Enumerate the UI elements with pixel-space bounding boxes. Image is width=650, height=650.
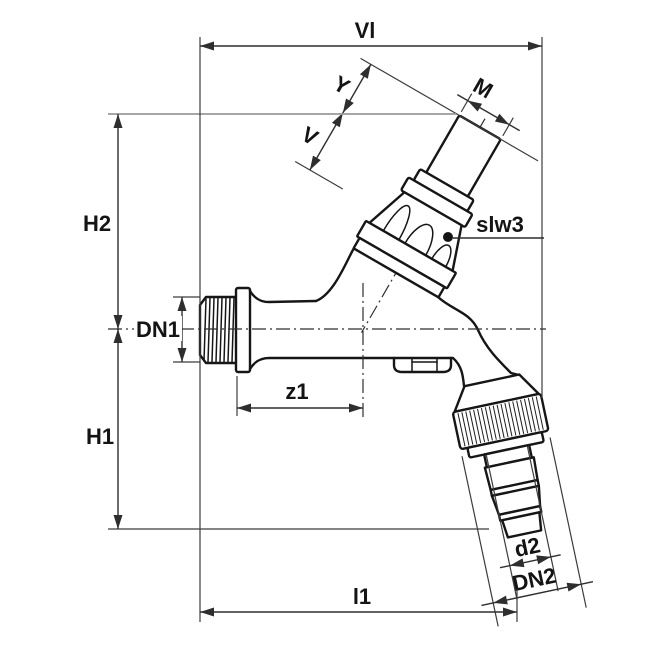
dim-H1: H1 [86,329,123,529]
dim-label-Y: Y [329,70,354,99]
crown-petal-left [382,204,411,241]
crown-petal-right [431,244,452,268]
slw3-leader-dot [443,232,453,242]
dim-label-DN1: DN1 [136,317,180,342]
nipple-tip [500,511,543,539]
packing-band-strip [352,237,446,299]
dim-label-M: M [469,73,497,104]
dim-label-slw3: slw3 [476,212,524,237]
dim-DN1: DN1 [134,296,200,363]
pipe-body [248,289,466,388]
dim-label-d2: d2 [512,532,542,562]
dim-label-V: V [297,121,322,150]
dim-H2: H2 [83,114,123,329]
spindle-assembly: Y V M [294,57,539,333]
crown-petal-middle [404,223,434,257]
callout-slw3: slw3 [443,212,544,242]
dim-label-Vl: Vl [355,18,376,43]
dim-d2: d2 [485,446,561,601]
dim-z1: z1 [237,379,363,413]
dim-label-H2: H2 [83,211,111,236]
inlet-thread [198,295,238,365]
dim-label-l1: l1 [353,584,371,609]
drain-boss [392,356,453,374]
valve-body-flanks [314,246,521,377]
dim-Vl: Vl [200,18,542,51]
dim-label-z1: z1 [285,379,308,404]
knurl-hatch [457,396,544,447]
dim-l1: l1 [200,584,517,617]
dim-label-H1: H1 [86,424,114,449]
inlet-flange [234,286,252,374]
